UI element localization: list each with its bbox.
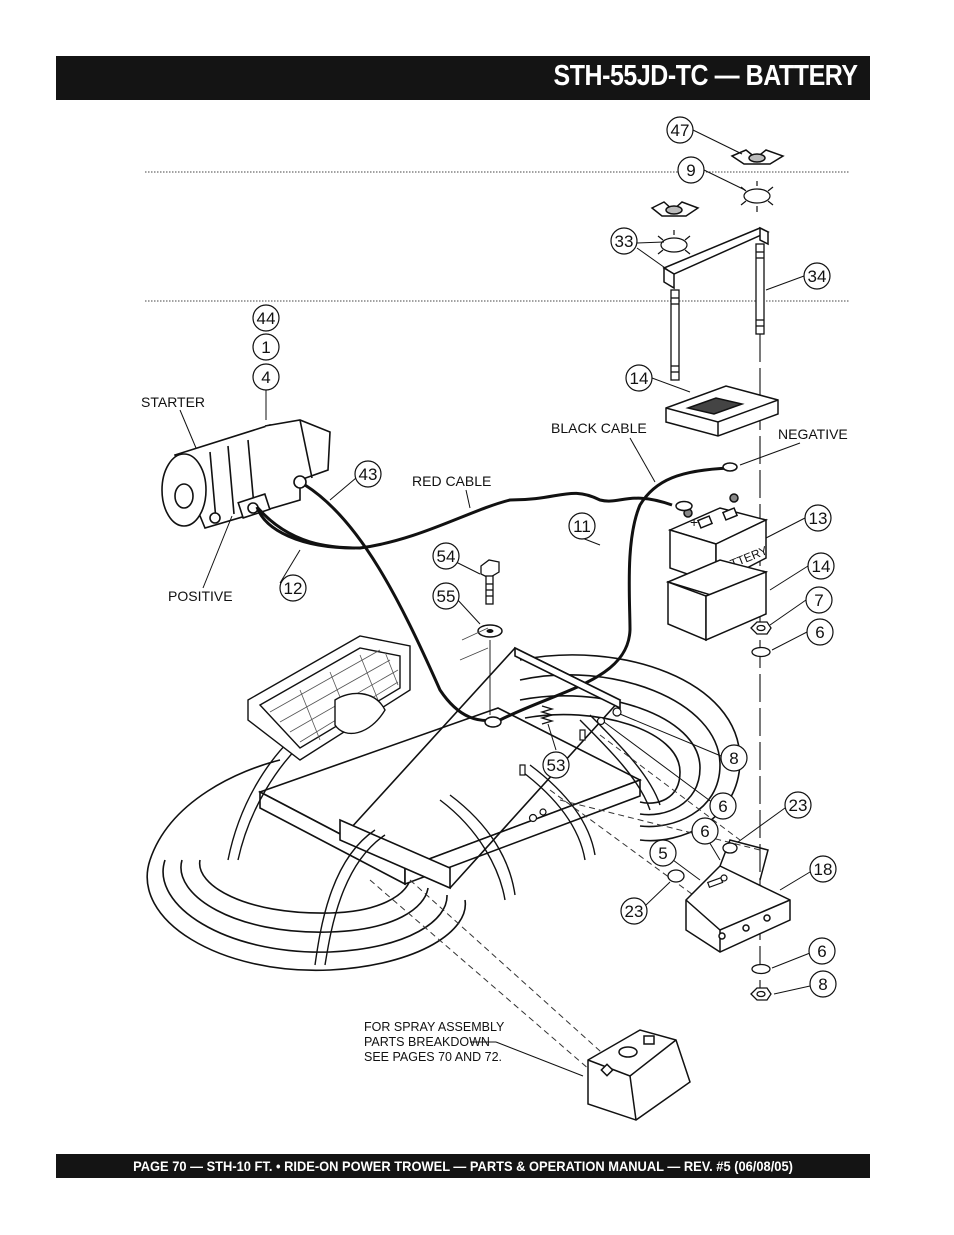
positive-label: POSITIVE <box>168 588 233 604</box>
callout-6-bracket: 6 <box>700 822 709 841</box>
bolt-5 <box>706 874 728 888</box>
callout-12: 12 <box>284 579 303 598</box>
threaded-rod-left <box>670 289 680 381</box>
callout-23-upper: 23 <box>789 796 808 815</box>
cable-12 <box>255 506 356 550</box>
callout-43: 43 <box>359 465 378 484</box>
mounting-hardware <box>519 707 622 823</box>
page-footer-bar: PAGE 70 — STH-10 FT. • RIDE-ON POWER TRO… <box>56 1154 870 1178</box>
spring-53 <box>539 705 555 725</box>
cable-lug <box>484 716 502 728</box>
callout-47: 47 <box>671 121 690 140</box>
threaded-rod-34 <box>755 243 765 335</box>
callout-23-lower: 23 <box>625 902 644 921</box>
page-title-bar: STH-55JD-TC — BATTERY <box>56 56 870 100</box>
callout-18: 18 <box>814 860 833 879</box>
nut-8-lower <box>750 987 772 1001</box>
wing-nut-left <box>650 201 700 217</box>
cable-lug <box>722 462 738 472</box>
frame-rails <box>227 714 661 966</box>
spray-note-line2: PARTS BREAKDOWN <box>364 1035 490 1049</box>
callout-circles <box>252 116 837 998</box>
battery-mount-bracket <box>685 839 791 953</box>
spray-note-line3: SEE PAGES 70 AND 72. <box>364 1050 502 1064</box>
bolt-54 <box>480 559 500 605</box>
washer-23 <box>722 842 738 854</box>
callout-8-lower: 8 <box>818 975 827 994</box>
callout-53: 53 <box>547 756 566 775</box>
callout-55: 55 <box>437 587 456 606</box>
red-cable <box>255 491 673 550</box>
assembly-dashed-lines <box>369 734 761 1071</box>
washer-6 <box>751 646 771 658</box>
seat-cage <box>247 635 411 761</box>
callout-4: 4 <box>261 368 270 387</box>
cable-43 <box>304 483 496 722</box>
callout-54: 54 <box>437 547 456 566</box>
cable-lug <box>675 500 693 512</box>
black-cable-label: BLACK CABLE <box>551 420 647 436</box>
battery-box <box>665 559 769 642</box>
callout-8-frame: 8 <box>729 749 738 768</box>
callout-33: 33 <box>615 232 634 251</box>
starter-label: STARTER <box>141 394 205 410</box>
callout-7: 7 <box>814 591 823 610</box>
page-footer: PAGE 70 — STH-10 FT. • RIDE-ON POWER TRO… <box>133 1158 793 1174</box>
trowel-guard-ring <box>146 654 741 972</box>
callout-13: 13 <box>809 509 828 528</box>
callout-6-upper: 6 <box>815 623 824 642</box>
washer-6-lower <box>751 963 771 975</box>
battery-cover-top <box>665 385 779 437</box>
red-cable-label: RED CABLE <box>412 473 491 489</box>
battery-plus-sign: + <box>690 514 698 530</box>
spray-tank <box>587 1029 691 1121</box>
callout-9: 9 <box>686 161 695 180</box>
hold-down-bracket <box>662 226 770 290</box>
negative-label: NEGATIVE <box>778 426 848 442</box>
callout-1: 1 <box>261 338 270 357</box>
callout-44: 44 <box>257 309 276 328</box>
starter-motor <box>161 419 331 529</box>
callout-14-top: 14 <box>630 369 649 388</box>
callout-6-frame: 6 <box>718 797 727 816</box>
nut-7 <box>750 621 772 635</box>
callout-6-lower: 6 <box>817 942 826 961</box>
leader-lines <box>179 129 811 1077</box>
lock-washer-33 <box>657 230 691 255</box>
spray-note-line1: FOR SPRAY ASSEMBLY <box>364 1020 505 1034</box>
callout-5: 5 <box>658 844 667 863</box>
callout-14-bottom: 14 <box>812 557 831 576</box>
wing-nut-47 <box>730 149 785 165</box>
washer-23-lower <box>667 869 685 883</box>
page-title: STH-55JD-TC — BATTERY <box>553 60 859 92</box>
callout-11: 11 <box>573 517 591 536</box>
callout-34: 34 <box>808 267 827 286</box>
lock-washer-9 <box>740 181 774 212</box>
